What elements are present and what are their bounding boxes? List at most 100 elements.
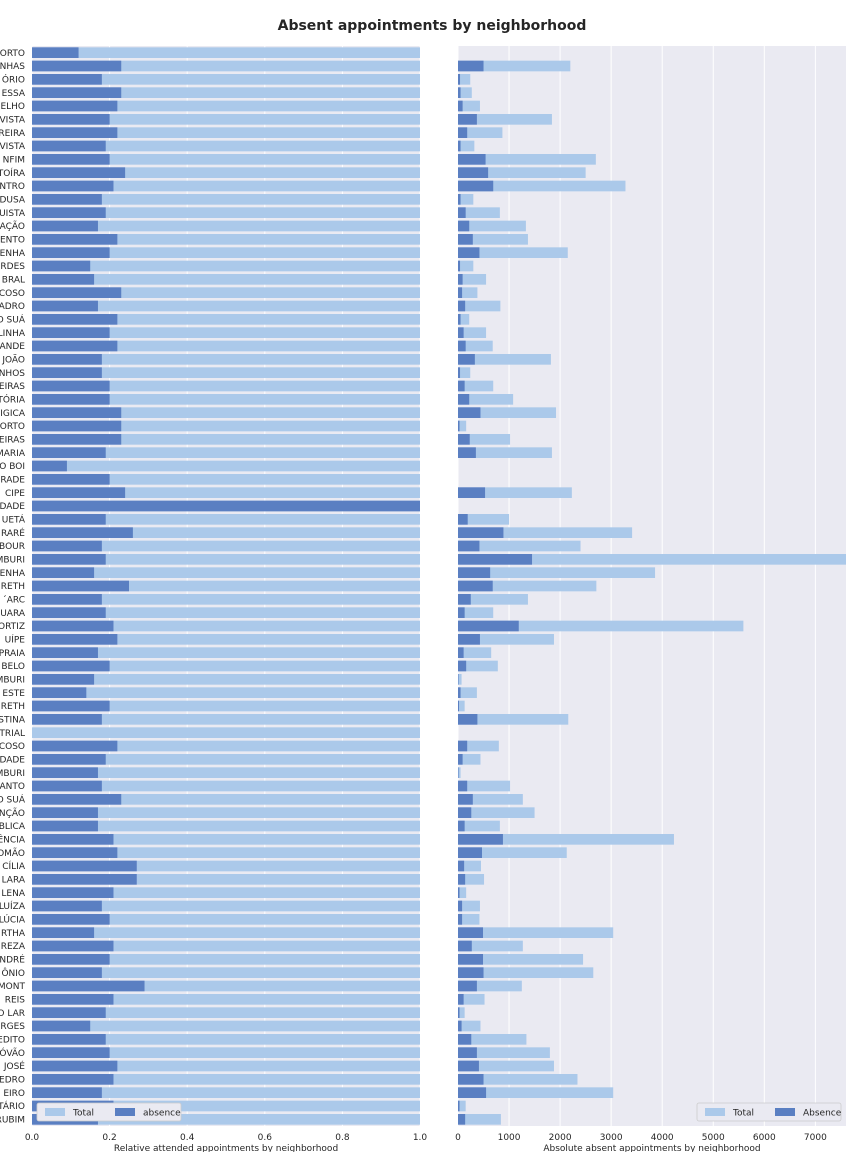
y-tick-label: TOÍRA (0, 167, 26, 179)
bar-total (32, 234, 420, 245)
bar-absence (458, 380, 465, 392)
bar-absence (458, 314, 461, 325)
bar-total (32, 1114, 420, 1125)
y-tick-label: UISTA (0, 209, 26, 219)
y-tick-label: ORTO (0, 49, 25, 59)
bar-total (458, 980, 522, 992)
y-tick-label: RTHA (1, 929, 26, 939)
bar-absence (32, 367, 102, 378)
bar-absence (32, 1047, 110, 1058)
bar-total (32, 940, 420, 952)
bar-total (458, 207, 500, 218)
bar-total (32, 874, 420, 885)
bar-total (32, 727, 420, 738)
bar-absence (32, 500, 420, 512)
bar-absence (458, 354, 475, 365)
bar-absence (458, 167, 489, 178)
bar-absence (32, 247, 110, 258)
bar-total (32, 820, 420, 832)
bar-total (458, 300, 501, 312)
bar-total (458, 647, 492, 658)
bar-total (32, 967, 420, 978)
y-tick-label: UETÁ (2, 514, 26, 526)
bar-total (458, 874, 485, 885)
bar-absence (458, 607, 465, 618)
bar-total (458, 114, 552, 125)
bar-total (458, 527, 633, 538)
bar-total (32, 1087, 420, 1098)
y-tick-label: ADRO (0, 302, 25, 312)
bar-absence (32, 754, 106, 765)
bar-absence (458, 860, 465, 872)
bar-total (32, 767, 420, 778)
y-tick-label: ´ARC (2, 595, 25, 606)
bar-total (32, 994, 420, 1005)
bar-absence (32, 287, 122, 298)
x-tick-label: 6000 (753, 1133, 776, 1143)
bar-absence (32, 900, 102, 912)
legend-label: Total (72, 1109, 94, 1119)
bar-absence (32, 1007, 106, 1018)
y-tick-label: REIS (5, 996, 26, 1006)
bar-total (458, 247, 568, 258)
bar-total (458, 900, 480, 912)
bar-total (32, 167, 420, 178)
y-tick-label: EIRAS (0, 436, 25, 446)
bar-total (32, 780, 420, 792)
bar-total (32, 340, 420, 352)
bar-absence (458, 260, 461, 272)
bar-total (32, 927, 420, 938)
bar-absence (458, 980, 477, 992)
x-tick-label: 0.2 (102, 1133, 116, 1143)
bar-total (458, 594, 528, 605)
bar-total (458, 660, 498, 672)
bar-total (458, 1034, 527, 1045)
y-tick-label: LARA (2, 876, 26, 886)
bar-absence (32, 220, 98, 232)
y-tick-label: ÊNCIA (0, 834, 26, 846)
bar-absence (32, 234, 118, 245)
bar-absence (458, 634, 480, 645)
bar-total (458, 767, 461, 778)
bar-absence (32, 87, 122, 98)
bar-absence (458, 847, 482, 858)
y-tick-label: LENA (1, 889, 25, 899)
bar-absence (32, 794, 122, 805)
bar-absence (458, 274, 463, 285)
bar-absence (32, 60, 122, 72)
bar-total (32, 954, 420, 965)
bar-total (32, 47, 420, 58)
legend-swatch (705, 1108, 725, 1116)
bar-absence (32, 420, 122, 432)
bar-total (458, 967, 594, 978)
bar-total (458, 167, 586, 178)
bar-absence (32, 887, 114, 898)
bar-absence (458, 994, 464, 1005)
bar-absence (458, 874, 466, 885)
x-tick-label: 0.0 (25, 1133, 40, 1143)
bar-absence (32, 914, 110, 925)
bar-absence (32, 540, 102, 552)
bar-absence (458, 1100, 460, 1112)
bar-absence (32, 860, 137, 872)
legend-label: absence (143, 1109, 181, 1119)
bar-absence (458, 234, 473, 245)
bar-absence (458, 287, 463, 298)
bar-absence (32, 780, 102, 792)
bar-absence (458, 1020, 462, 1032)
bar-absence (458, 740, 468, 752)
bar-absence (458, 1007, 460, 1018)
x-tick-label: 0.8 (335, 1133, 350, 1143)
bar-absence (458, 194, 461, 205)
y-tick-label: UÍPE (5, 634, 26, 646)
x-tick-label: 7000 (804, 1133, 827, 1143)
bar-total (458, 994, 485, 1005)
bar-total (32, 1074, 420, 1085)
bar-absence (458, 1114, 466, 1125)
bar-total (458, 1087, 614, 1098)
bar-total (458, 820, 500, 832)
bar-absence (458, 1074, 484, 1085)
bar-absence (32, 767, 98, 778)
bar-total (32, 914, 420, 925)
bar-absence (458, 967, 484, 978)
